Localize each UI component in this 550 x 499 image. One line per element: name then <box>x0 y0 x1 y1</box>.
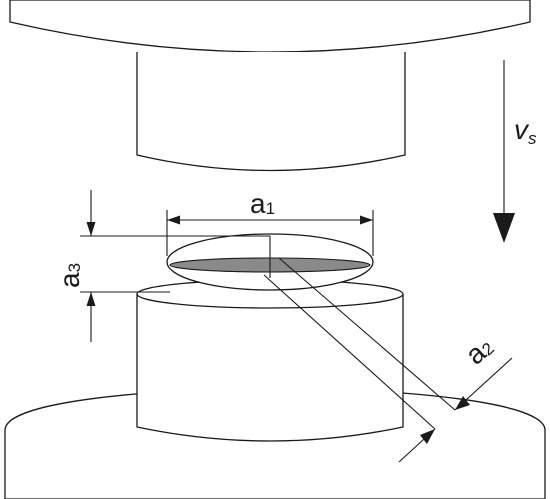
vs-label-main: v <box>514 114 530 145</box>
a1-label: a1 <box>250 188 275 219</box>
velocity-arrow-head <box>493 213 515 243</box>
upper-punch-cylinder <box>136 52 406 172</box>
velocity-arrow: vs <box>493 60 537 243</box>
lower-cylinder <box>136 279 404 442</box>
a1-label-main: a <box>250 188 266 219</box>
a3-label: a3 <box>54 263 85 288</box>
a2-arrow-upper <box>455 396 470 410</box>
vs-label: vs <box>514 114 537 148</box>
vs-label-sub: s <box>528 129 537 148</box>
a1-label-sub: 1 <box>266 199 275 218</box>
a1-arrow-left <box>167 215 180 225</box>
lower-cylinder-side <box>136 294 404 442</box>
upper-punch <box>136 52 406 172</box>
a3-arrow-bottom <box>86 292 96 306</box>
dimension-a3: a3 <box>54 190 270 342</box>
specimen <box>166 233 374 291</box>
a3-label-sub: 3 <box>65 263 84 272</box>
upper-platen-disk <box>9 0 531 53</box>
a3-arrow-top <box>86 222 96 236</box>
a2-extension-left <box>263 274 436 430</box>
a2-extension-right <box>278 257 456 411</box>
a2-arrow-lower <box>420 429 435 444</box>
a1-arrow-right <box>360 215 373 225</box>
dimension-a1: a1 <box>166 188 374 256</box>
a3-label-main: a <box>54 272 85 288</box>
upper-platen <box>9 0 531 53</box>
a2-label: a2 <box>459 331 498 371</box>
dimension-a2: a2 <box>263 257 513 463</box>
